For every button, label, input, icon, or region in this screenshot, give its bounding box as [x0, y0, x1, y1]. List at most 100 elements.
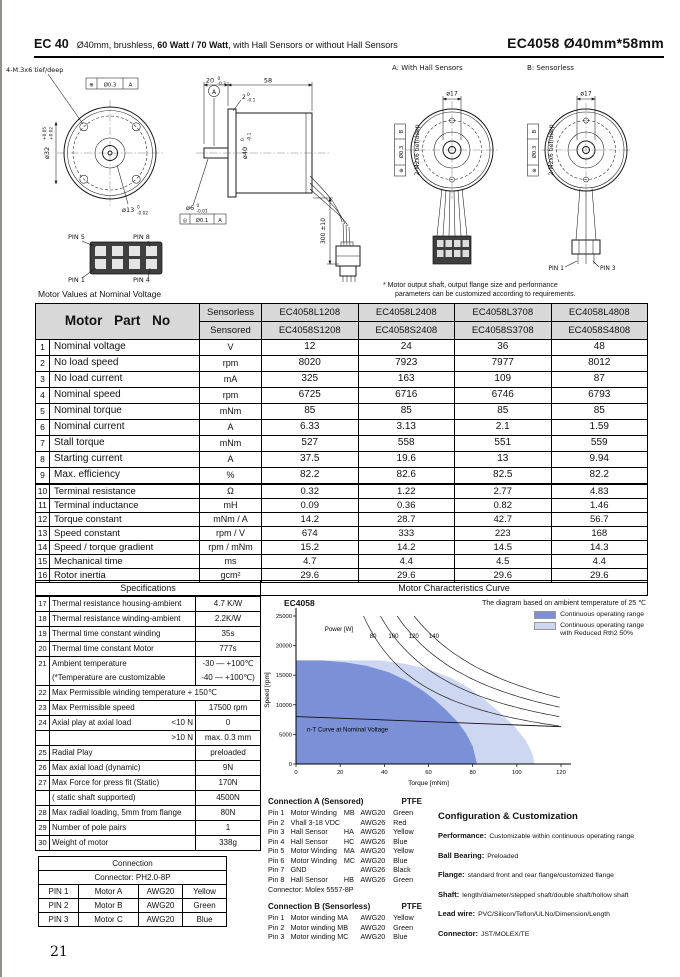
- dia32-tol-lo: +0.02: [49, 127, 55, 140]
- spec-number: 19: [35, 626, 50, 642]
- row-value: 82.2: [261, 467, 359, 484]
- front-view: 4-M.3x6 tief/deep ⊕ Ø0.3 A ø32 +0.05 +0.…: [6, 66, 163, 217]
- connection-a-title: Connection A (Sensored): [268, 797, 364, 806]
- cell: Hall Sensor: [290, 874, 328, 884]
- row-unit: Ω: [199, 484, 262, 499]
- dia13-tol-up: 0: [137, 205, 140, 211]
- row-unit: rpm: [199, 387, 262, 404]
- cell: Pin 3: [268, 827, 285, 837]
- motor-values-label: Motor Values at Nominal Voltage: [38, 289, 162, 299]
- row-value: 6746: [454, 387, 552, 404]
- cell: AWG26: [360, 865, 386, 875]
- row-label: Mechanical time: [49, 554, 200, 569]
- part-number: EC4058S1208: [261, 321, 359, 340]
- power-curve-140: [413, 615, 560, 699]
- row-number: 12: [35, 512, 50, 527]
- config-key: Connector:: [438, 928, 478, 938]
- spec-label-text: Ambient temperature: [52, 659, 127, 668]
- chart: EC4058 The diagram based on ambient temp…: [260, 596, 648, 810]
- cell: Yellow: [393, 827, 414, 837]
- row-number: 13: [35, 526, 50, 541]
- config-value: Customizable within continuous operating…: [489, 833, 635, 840]
- row-value: 14.2: [357, 540, 455, 555]
- row-label: Speed constant: [49, 526, 200, 541]
- spec-value: -30 — +100℃: [195, 656, 261, 671]
- dia40-tol-up: 0: [240, 138, 246, 141]
- row-unit: rpm / V: [199, 526, 262, 541]
- spec-label-text: Weight of motor: [52, 838, 109, 847]
- customization-note: * Motor output shaft, output flange size…: [383, 281, 576, 299]
- sensored-label: Sensored: [199, 321, 262, 340]
- row-number: 11: [35, 498, 50, 513]
- cable-connector: [335, 241, 361, 282]
- row-value: 87: [550, 371, 648, 388]
- x-tick-label: 100: [512, 770, 522, 776]
- row-value: 168: [550, 526, 648, 541]
- config-value: JST/MOLEX/TE: [481, 930, 530, 938]
- spec-value: 9N: [195, 760, 261, 776]
- side-gdt-datum: A: [218, 218, 222, 224]
- variant-b-pin1-label: PIN 1: [548, 265, 564, 272]
- cell: Yellow: [393, 846, 414, 856]
- spec-sub-condition: <10 N: [171, 718, 193, 727]
- cell: HA: [343, 827, 354, 837]
- side-gdt-symbol: ◎: [183, 218, 188, 224]
- row-unit: mA: [199, 371, 262, 388]
- variant-b-pin3-label: PIN 3: [600, 265, 616, 272]
- variant-a-dia17: ø17: [446, 91, 457, 98]
- variant-a-view: A: With Hall Sensors ø17 ⊕ Ø0.3 B 2-M2x6…: [392, 64, 499, 265]
- cell: Vhall 3-18 VDC: [290, 817, 341, 827]
- config-key: Lead wire:: [438, 909, 476, 918]
- cell: AWG20: [138, 898, 183, 913]
- spec-label: Max radial loading, 5mm from flange: [49, 805, 196, 821]
- spec-number: [35, 790, 50, 806]
- power-curve-label: 120: [409, 634, 420, 640]
- cell: Motor B: [78, 898, 139, 913]
- continuous-operating-region: [296, 660, 478, 764]
- config-item: Connector:JST/MOLEX/TE: [438, 929, 652, 938]
- scan-edge: [0, 0, 2, 977]
- row-number: 5: [35, 403, 50, 420]
- legend-label-line: with Reduced Rth2 50%: [560, 629, 634, 637]
- row-value: 13: [454, 451, 552, 468]
- row-label: Speed / torque gradient: [49, 540, 200, 555]
- row-label: Stall torque: [49, 435, 200, 452]
- part-number: EC4058S3708: [454, 321, 552, 340]
- spec-label: Weight of motor: [49, 835, 196, 851]
- legend-label-line: Continuous operating range: [560, 611, 644, 618]
- row-value: 6725: [261, 387, 359, 404]
- cell: AWG20: [360, 913, 386, 923]
- x-tick-label: 40: [381, 770, 387, 776]
- row-value: 2.1: [454, 419, 552, 436]
- spec-number: 21: [35, 656, 50, 671]
- spec-number: 27: [35, 775, 50, 791]
- dim300-label: 300 ±10: [320, 218, 327, 244]
- cell: Green: [393, 922, 414, 932]
- row-value: 559: [550, 435, 648, 452]
- row-value: 6793: [550, 387, 648, 404]
- y-tick-label: 10000: [276, 703, 292, 709]
- cell: Motor Winding: [290, 808, 337, 818]
- power-curve-120: [396, 615, 560, 708]
- cell: PIN 2: [38, 898, 79, 913]
- config-value: standard front and rear flange/customize…: [467, 872, 614, 879]
- row-number: 15: [35, 554, 50, 569]
- row-value: 8020: [261, 355, 359, 372]
- cell: AWG20: [360, 808, 386, 818]
- config-item: Ball Bearing:Preloaded: [438, 851, 652, 860]
- spec-value: max. 0.3 mm: [195, 730, 261, 746]
- cell: Blue: [393, 836, 408, 846]
